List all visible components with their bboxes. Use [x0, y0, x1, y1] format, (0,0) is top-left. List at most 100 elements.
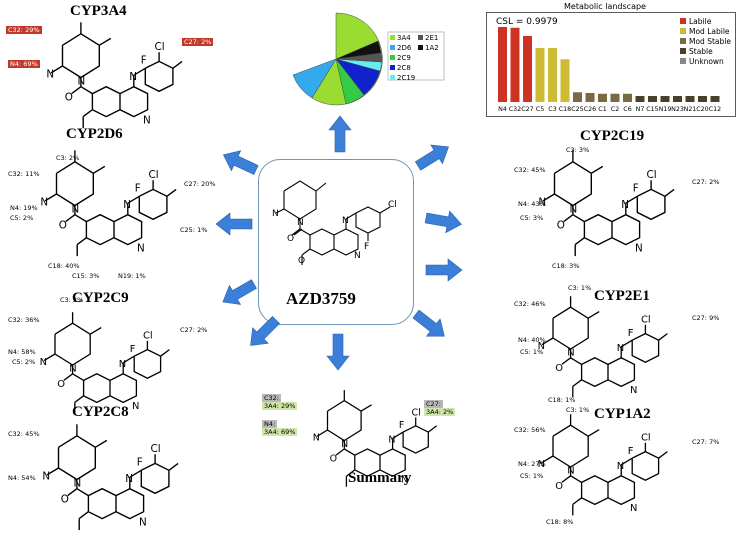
bar-label-c3: C3	[548, 106, 556, 113]
cyp2d6-atom-n2: N	[71, 203, 79, 215]
cyp2c9-site-label: C32: 36%	[8, 316, 40, 324]
bar-label-c5: C5	[536, 106, 544, 113]
bar-label-n23: N23	[671, 106, 684, 113]
bar-label-c32: C32	[509, 106, 521, 113]
cyp2c19-atom-o: O	[557, 220, 565, 232]
bar-n21	[685, 96, 695, 102]
bar-label-c12: C12	[709, 106, 721, 113]
landscape-legend: Labile Mod Labile Mod Stable Stable Unkn…	[680, 17, 731, 67]
cyp2d6-site-label: C32: 11%	[8, 170, 40, 178]
cyp2d6-site-label: C15: 3%	[72, 272, 100, 280]
pie-legend-2c9: 2C9	[397, 54, 411, 62]
cyp2e1-atom-o: O	[555, 363, 563, 374]
bar-label-n21: N21	[684, 106, 697, 113]
pie-slice-2d6	[292, 58, 337, 99]
pie-legend-1a2: 1A2	[425, 44, 439, 52]
center-compound-panel	[258, 159, 414, 325]
cyp2c19-atom-nh: N	[621, 199, 629, 211]
bar-c5	[535, 48, 545, 102]
cyp1a2-atom-n2: N	[567, 466, 574, 477]
arrow-to-cyp2c8	[242, 311, 285, 354]
csl-annotation: CSL = 0.9979	[496, 17, 558, 27]
cyp3a4-atom-n2: N	[77, 75, 85, 87]
cyp2d6-site-label: C3: 2%	[56, 154, 80, 162]
bar-label-n7: N7	[636, 106, 645, 113]
cyp2e1-site-label: C18: 1%	[548, 396, 576, 404]
arrow-to-cyp2d6	[215, 212, 253, 236]
center-compound-name: AZD3759	[286, 289, 356, 308]
bar-c27	[523, 36, 532, 102]
bar-n23	[673, 96, 682, 102]
cyp2e1-atom-nh: N	[617, 343, 624, 354]
center-atom-o2: O	[298, 256, 305, 266]
cyp2e1-site-label: C3: 1%	[568, 284, 592, 292]
cyp2e1-atom-n1: N	[538, 341, 545, 352]
center-atom-n3: N	[354, 251, 361, 261]
center-atom-f: F	[364, 242, 369, 252]
cyp2c8-site-label: C32: 45%	[8, 430, 40, 438]
cyp2c8-atom-nh: N	[125, 473, 133, 485]
bar-c2	[610, 93, 620, 102]
cyp2c9-title: CYP2C9	[72, 290, 129, 306]
summary-atom-cl: Cl	[412, 407, 421, 418]
bar-c15	[648, 96, 657, 102]
center-atom-o1: O	[287, 234, 294, 244]
cyp2e1-site-label: C5: 1%	[520, 348, 544, 356]
cyp2c19-site-label: C32: 45%	[514, 166, 546, 174]
arrow-to-cyp2c9	[217, 274, 260, 312]
cyp1a2-site-label: C32: 56%	[514, 426, 546, 434]
cyp3a4-title: CYP3A4	[70, 3, 127, 19]
arrow-to-cyp3a4	[218, 144, 261, 181]
cyp2c9-atom-nh: N	[119, 359, 126, 370]
legend-mod-labile: Mod Labile	[689, 27, 730, 36]
cyp3a4-site-label: N4: 69%	[8, 60, 40, 68]
bar-n7	[635, 96, 645, 102]
cyp2c9-atom-n1: N	[40, 357, 47, 368]
summary-atom-n2: N	[341, 439, 348, 450]
cyp2d6-site-label: C27: 20%	[184, 180, 216, 188]
bar-label-n4: N4	[498, 106, 507, 113]
cyp2c9-atom-f: F	[130, 344, 136, 355]
cyp2e1-atom-f: F	[628, 328, 634, 339]
bar-c3	[548, 48, 557, 102]
cyp2c8-atom-f: F	[137, 457, 143, 469]
legend-labile: Labile	[689, 17, 712, 26]
bar-n4	[498, 27, 507, 102]
pie-legend-2d6: 2D6	[397, 44, 412, 52]
bar-c32	[510, 27, 520, 102]
pie-legend-2c19: 2C19	[397, 74, 416, 82]
cyp2e1-title: CYP2E1	[594, 288, 650, 304]
cyp1a2-atom-cl: Cl	[641, 433, 651, 444]
cyp3a4-atom-o: O	[65, 92, 73, 104]
cyp3a4-atom-cl: Cl	[155, 41, 165, 53]
center-atom-n2: N	[297, 218, 304, 228]
bar-n19	[660, 96, 670, 102]
cyp2c9-atom-cl: Cl	[143, 331, 153, 342]
summary-atom-n3: N	[401, 475, 408, 486]
cyp2c8-atom-o: O	[61, 494, 69, 506]
cyp1a2-atom-nh: N	[617, 461, 624, 472]
cyp2c9-atom-n3: N	[132, 401, 139, 412]
center-molecule: N N O O N N F Cl	[272, 180, 397, 266]
cyp2c8-atom-n1: N	[42, 471, 50, 483]
cyp2d6-site-label: C18: 40%	[48, 262, 80, 270]
pie-slice-2c8	[335, 58, 365, 105]
arrow-to-cyp2e1	[425, 258, 463, 282]
summary-atom-n1: N	[313, 433, 320, 444]
landscape-title: Metabolic landscape	[564, 2, 646, 11]
summary-atom-nh: N	[388, 435, 395, 446]
arrow-to-pie	[328, 115, 352, 153]
cyp2d6-site-label: N4: 19%	[10, 204, 38, 212]
bar-label-c20: C20	[696, 106, 708, 113]
cyp-contribution-pie	[292, 12, 445, 106]
arrow-to-landscape	[411, 137, 455, 176]
cyp2c19-atom-n3: N	[635, 243, 643, 255]
center-atom-cl: Cl	[388, 200, 397, 210]
cyp2c9-atom-o: O	[57, 379, 65, 390]
cyp2d6-atom-nh: N	[123, 199, 131, 211]
bar-c1	[598, 93, 607, 102]
